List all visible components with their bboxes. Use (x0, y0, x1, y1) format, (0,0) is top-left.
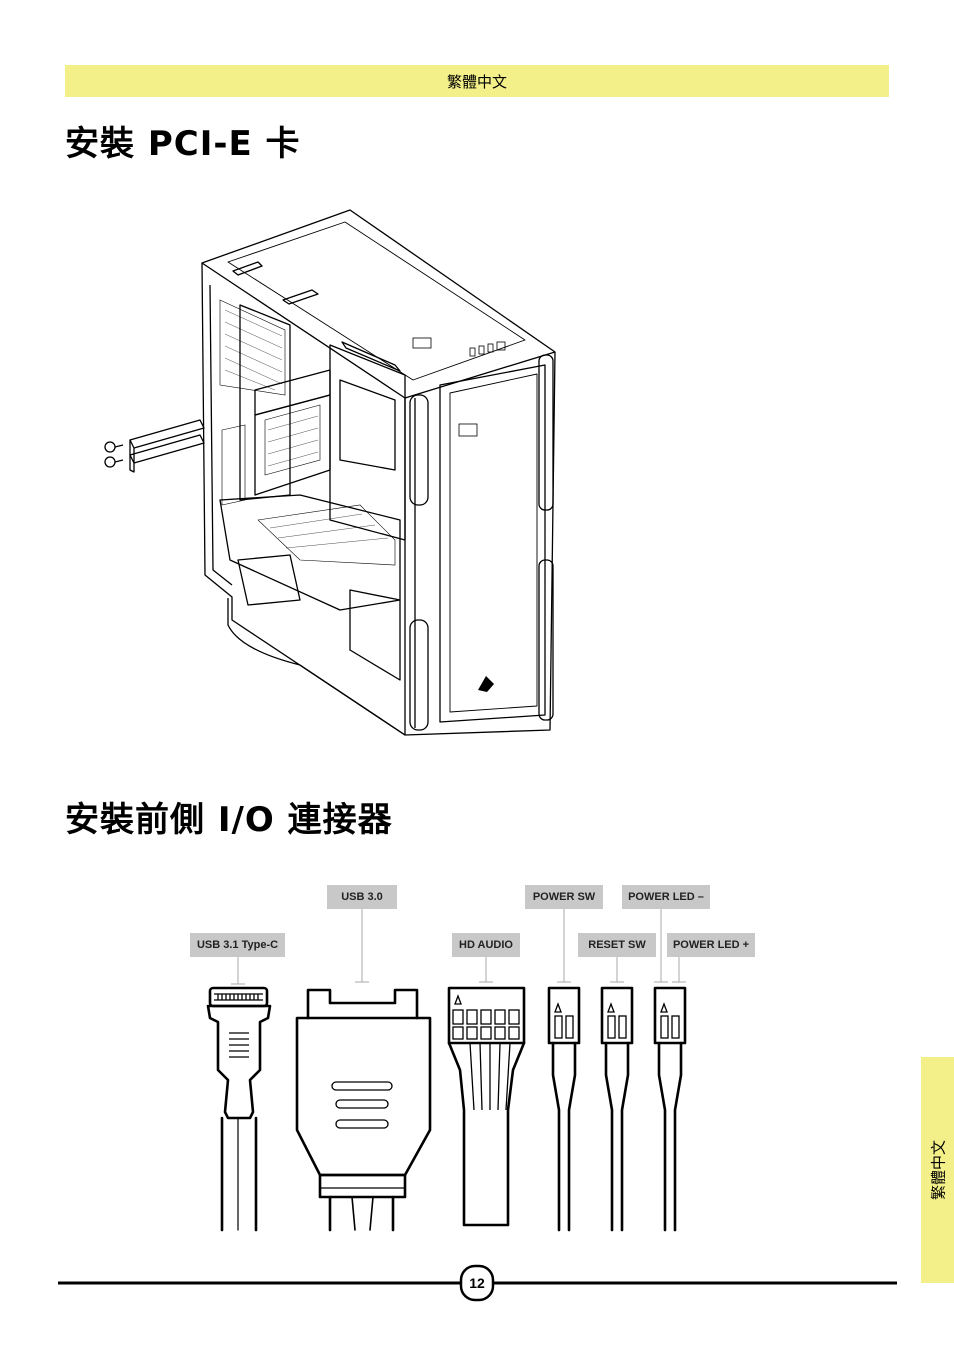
label-power-led-plus: POWER LED + (672, 939, 750, 951)
label-usb31-typec: USB 3.1 Type-C (196, 939, 279, 951)
section-title-front-io: 安裝前側 I/O 連接器 (65, 800, 393, 840)
language-header: 繁體中文 (65, 65, 889, 97)
page-number: 12 (469, 1275, 485, 1291)
label-power-sw: POWER SW (532, 891, 596, 903)
label-reset-sw: RESET SW (588, 939, 646, 951)
side-language-tab: 繁體中文 (921, 1057, 954, 1283)
language-header-label: 繁體中文 (446, 72, 507, 91)
label-power-led-minus: POWER LED – (628, 891, 704, 903)
label-hd-audio: HD AUDIO (459, 939, 513, 951)
label-usb30: USB 3.0 (341, 891, 383, 903)
section-title-pcie: 安裝 PCI-E 卡 (65, 124, 301, 164)
side-language-label: 繁體中文 (929, 1139, 947, 1201)
